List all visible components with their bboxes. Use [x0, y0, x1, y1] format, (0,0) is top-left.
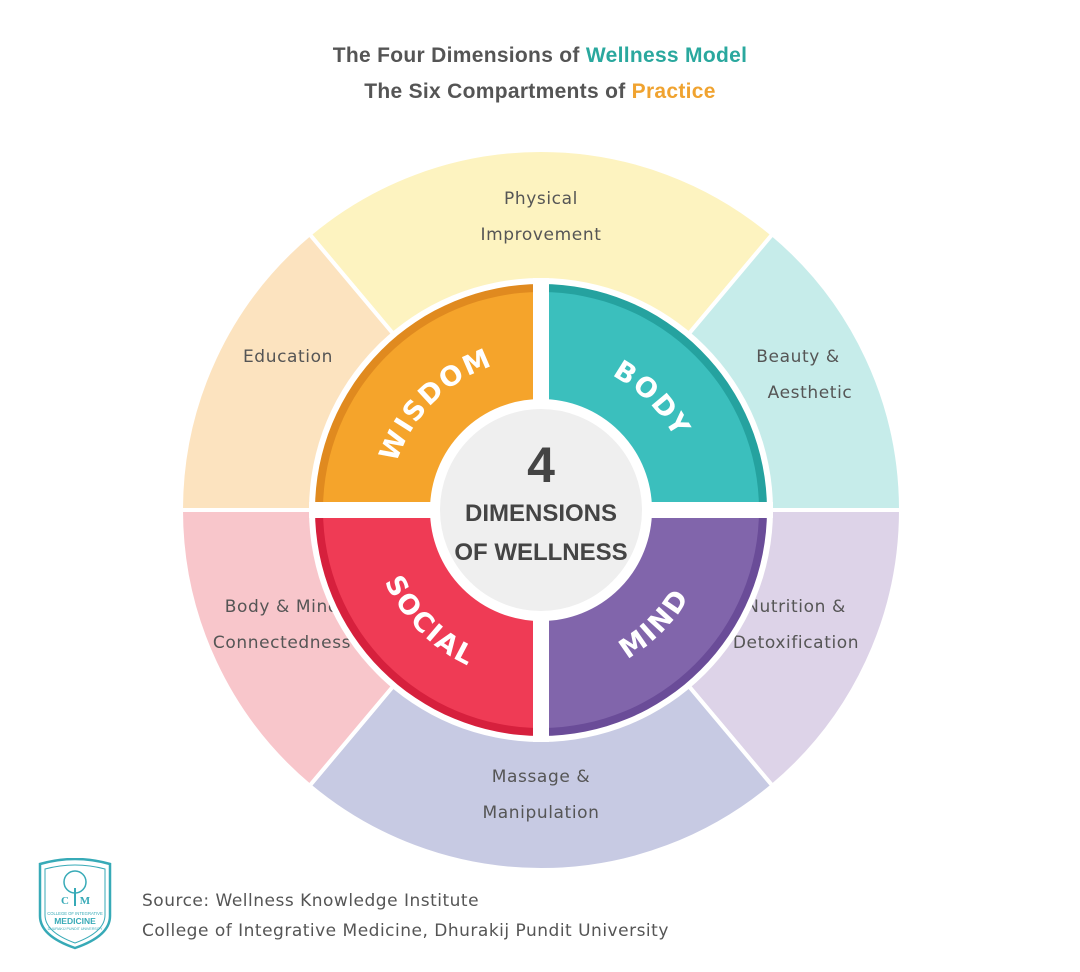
segment-label-physical-improvement-line-1: Physical	[504, 189, 578, 209]
center-line-2: OF WELLNESS	[454, 539, 627, 566]
source-line-1: Source: Wellness Knowledge Institute	[142, 891, 480, 911]
center-line-1: DIMENSIONS	[465, 500, 617, 527]
logo-text-top: COLLEGE OF INTEGRATIVE	[47, 911, 103, 916]
source-line-2: College of Integrative Medicine, Dhuraki…	[142, 921, 669, 941]
dimension-wisdom	[323, 292, 541, 510]
center-circle	[430, 399, 652, 621]
logo-text-main: MEDICINE	[54, 916, 96, 926]
segment-label-massage-manipulation-line-1: Massage &	[492, 767, 591, 787]
segment-label-beauty-aesthetic-line-1: Beauty &	[756, 347, 840, 367]
logo-monogram-right: M	[80, 895, 91, 907]
segment-label-body-mind-connectedness-line-1: Body & Mind	[225, 597, 340, 617]
title-line-1: The Four Dimensions of Wellness Model	[0, 44, 1080, 68]
logo-text-bottom: DHURAKIJ PUNDIT UNIVERSITY	[48, 927, 103, 931]
segment-label-nutrition-detoxification-line-2: Detoxification	[733, 633, 859, 653]
title-line-2-highlight: Practice	[631, 80, 716, 103]
center-number: 4	[527, 437, 555, 493]
segment-label-body-mind-connectedness-line-2: Connectedness	[213, 633, 351, 653]
title-line-1-prefix: The Four Dimensions of	[332, 44, 586, 67]
title-line-2-prefix: The Six Compartments of	[364, 80, 632, 103]
dimension-social	[323, 510, 541, 728]
segment-label-massage-manipulation-line-2: Manipulation	[482, 803, 599, 823]
segment-label-nutrition-detoxification-line-1: Nutrition &	[746, 597, 846, 617]
college-logo: C M COLLEGE OF INTEGRATIVE MEDICINE DHUR…	[36, 857, 114, 950]
dimension-mind	[541, 510, 759, 728]
segment-label-physical-improvement-line-2: Improvement	[481, 225, 602, 245]
title-line-1-highlight: Wellness Model	[585, 44, 748, 67]
title-line-2: The Six Compartments of Practice	[0, 80, 1080, 104]
segment-label-education-line-1: Education	[243, 347, 333, 367]
dimension-body	[541, 292, 759, 510]
logo-monogram-left: C	[61, 895, 69, 907]
segment-label-beauty-aesthetic-line-2: Aesthetic	[768, 383, 853, 403]
